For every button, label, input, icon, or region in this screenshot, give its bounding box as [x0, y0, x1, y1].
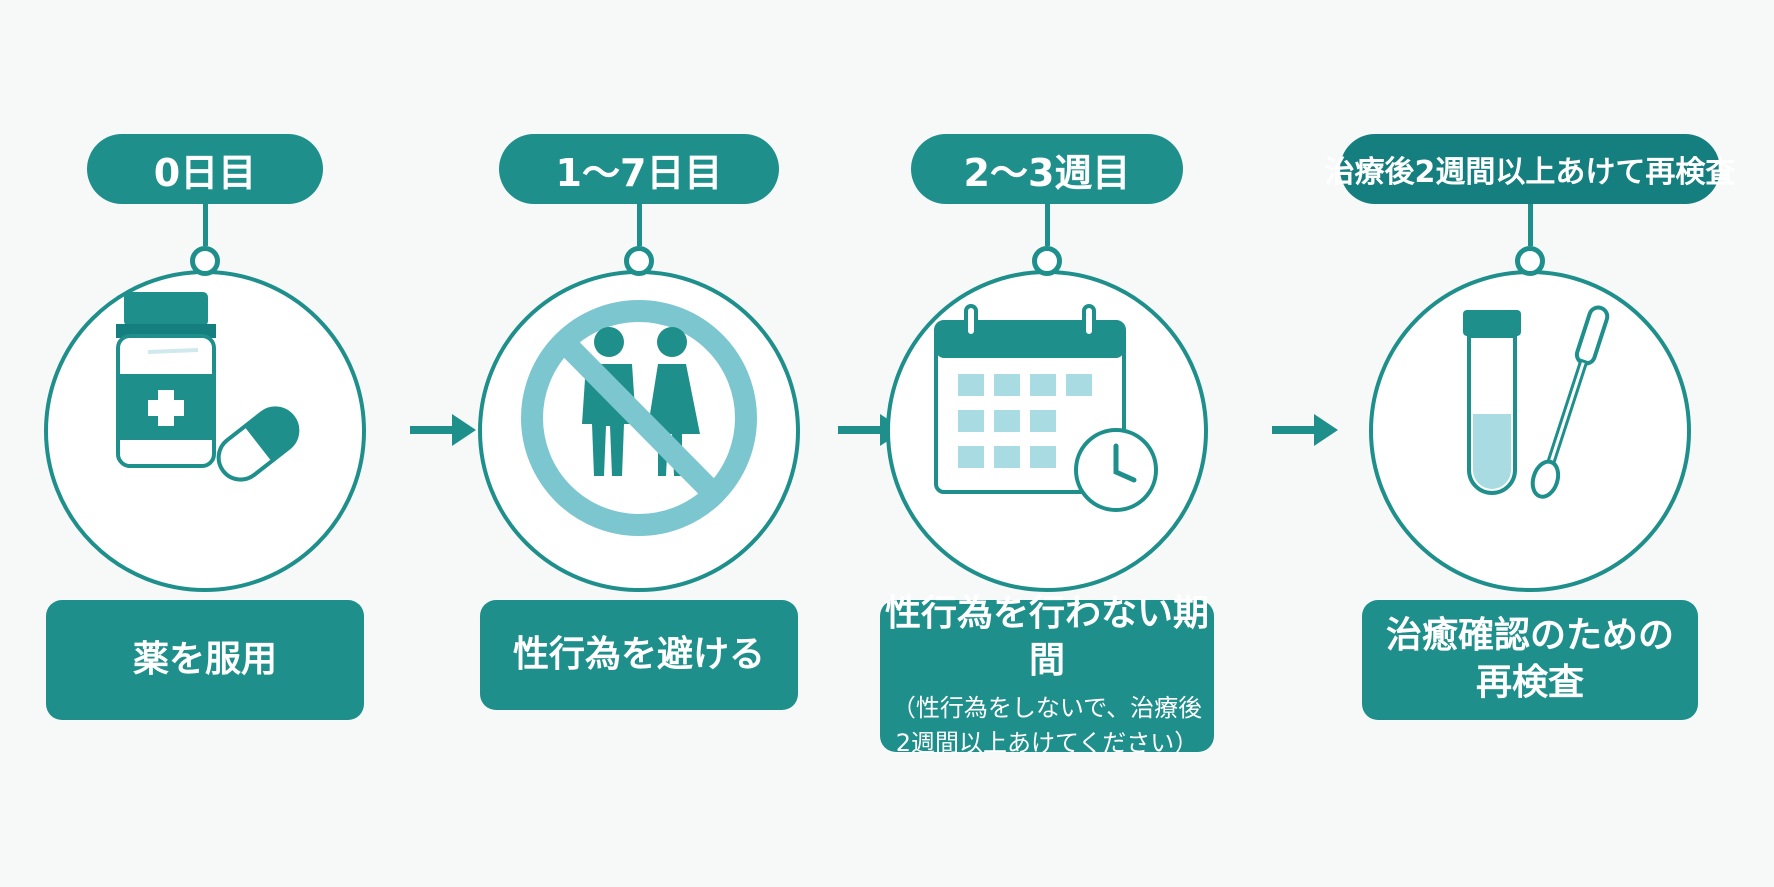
step-icon-circle — [44, 270, 366, 592]
arrow-right-icon — [410, 414, 476, 446]
connector-node — [1515, 246, 1545, 276]
calendar-clock-icon — [934, 304, 1158, 512]
step-icon-circle — [1369, 270, 1691, 592]
action-text: 性行為を行わない期間 — [884, 593, 1209, 682]
period-badge: 1～7日目 — [499, 134, 779, 204]
note-text-line1: （性行為をしないで、治療後 — [891, 694, 1203, 722]
connector-stem — [1527, 204, 1533, 246]
period-badge: 0日目 — [87, 134, 323, 204]
medicine-bottle-icon — [116, 292, 300, 482]
step-icon-circle — [478, 270, 800, 592]
arrow-right-icon — [1272, 414, 1338, 446]
connector-stem — [202, 204, 208, 246]
step-retest: 治療後2週間以上あけて再検査 治癒確認のための 再検査 — [1325, 0, 1735, 887]
step-day-1-7: 1～7日目 性行為を避ける — [478, 0, 800, 887]
period-badge: 2～3週目 — [911, 134, 1183, 204]
step-day-0: 0日目 薬を服用 — [44, 0, 366, 887]
connector-stem — [1044, 204, 1050, 246]
arrow-3 — [1272, 410, 1342, 454]
note-text-line2: 2週間以上あけてください） — [895, 728, 1199, 757]
action-text-line1: 治癒確認のための — [1385, 615, 1674, 657]
arrow-1 — [410, 410, 480, 454]
step-action-label: 性行為を避ける — [480, 600, 798, 710]
connector-node — [624, 246, 654, 276]
step-week-2-3: 2～3週目 性行為を行わない期間 （性行為をしないで、治療後 2週間以上あけてく… — [880, 0, 1214, 887]
connector-node — [1032, 246, 1062, 276]
step-action-label: 治癒確認のための 再検査 — [1362, 600, 1698, 720]
step-icon-circle — [886, 270, 1208, 592]
no-sexual-contact-icon — [521, 300, 757, 536]
action-text-line2: 再検査 — [1475, 662, 1584, 703]
action-text: 薬を服用 — [132, 638, 277, 680]
connector-node — [190, 246, 220, 276]
step-action-label: 薬を服用 — [46, 600, 364, 720]
connector-stem — [636, 204, 642, 246]
action-text: 性行為を避ける — [512, 633, 765, 675]
step-action-label: 性行為を行わない期間 （性行為をしないで、治療後 2週間以上あけてください） — [880, 593, 1214, 757]
test-tube-swab-icon — [1463, 305, 1610, 499]
period-badge: 治療後2週間以上あけて再検査 — [1325, 134, 1735, 204]
